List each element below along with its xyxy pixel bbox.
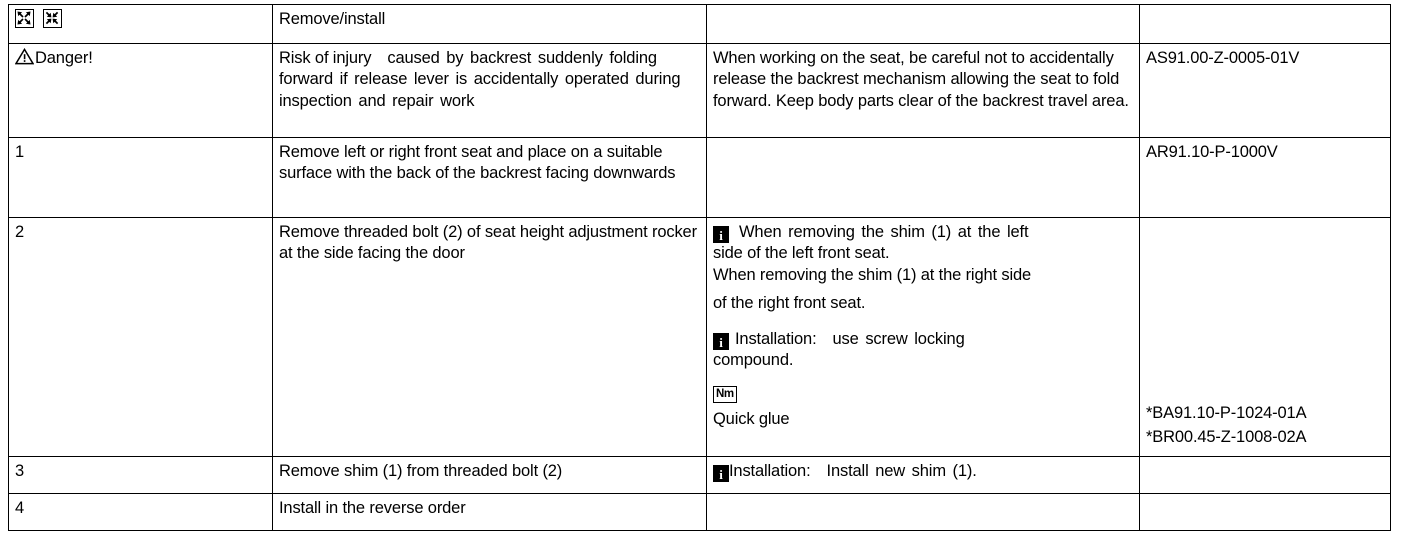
note-shim-line-2: side of the left front seat.	[713, 244, 890, 263]
cell-danger-reference: AS91.00-Z-0005-01V	[1139, 43, 1391, 138]
cell-header-icons	[8, 4, 273, 44]
note-install-label: Installation:	[735, 329, 817, 348]
cell-header-reference	[1139, 4, 1391, 44]
cell-step-1-number: 1	[8, 137, 273, 218]
info-icon: i	[713, 465, 729, 482]
note-step3-text: Install new shim (1).	[826, 462, 977, 480]
danger-task-rest: caused by backrest suddenly folding forw…	[279, 49, 681, 110]
table-row-step-3: 3 Remove shim (1) from threaded bolt (2)…	[8, 456, 1391, 494]
reference-code-2: *BR00.45-Z-1008-02A	[1146, 427, 1307, 446]
cell-step-2-reference: *BA91.10-P-1024-01A *BR00.45-Z-1008-02A	[1139, 217, 1391, 457]
nm-torque-icon: Nm	[713, 385, 737, 403]
note-shim-line-3: When removing the shim (1) at the right …	[713, 265, 1032, 284]
cell-header-note	[706, 4, 1140, 44]
note-shim-line-1: When removing the shim (1) at the left	[739, 223, 1029, 241]
expand-arrows-icon	[15, 9, 34, 28]
note-install-line-3: compound.	[713, 351, 794, 370]
note-shim-line-4: of the right front seat.	[713, 294, 866, 313]
danger-task-lead: Risk of injury	[279, 49, 372, 67]
cell-step-2-number: 2	[8, 217, 273, 457]
warning-triangle-icon	[14, 47, 35, 71]
info-icon: i	[713, 226, 729, 243]
cell-header-task: Remove/install	[272, 4, 707, 44]
table-row-step-1: 1 Remove left or right front seat and pl…	[8, 137, 1391, 218]
cell-step-3-task: Remove shim (1) from threaded bolt (2)	[272, 456, 707, 494]
collapse-arrows-icon	[43, 9, 62, 28]
table-row-step-2: 2 Remove threaded bolt (2) of seat heigh…	[8, 217, 1391, 457]
cell-step-4-note	[706, 493, 1140, 531]
header-icon-group	[15, 9, 266, 28]
note-block-torque-quickglue: Nm Quick glue	[713, 382, 1133, 431]
reference-code-1: *BA91.10-P-1024-01A	[1146, 404, 1307, 423]
cell-step-2-task: Remove threaded bolt (2) of seat height …	[272, 217, 707, 457]
table-row-header: Remove/install	[8, 4, 1391, 44]
table-row-step-4: 4 Install in the reverse order	[8, 493, 1391, 531]
cell-step-3-number: 3	[8, 456, 273, 494]
cell-step-3-reference	[1139, 456, 1391, 494]
danger-text: Danger!	[35, 49, 93, 67]
note-install-text: use screw locking	[832, 329, 965, 348]
cell-danger-label: Danger!	[8, 43, 273, 138]
reference-list: *BA91.10-P-1024-01A *BR00.45-Z-1008-02A	[1146, 222, 1384, 451]
cell-step-1-task: Remove left or right front seat and plac…	[272, 137, 707, 218]
cell-step-1-note	[706, 137, 1140, 218]
cell-danger-note: When working on the seat, be careful not…	[706, 43, 1140, 138]
info-icon: i	[713, 332, 729, 350]
note-block-installation-compound: i Installation: use screw locking compound…	[713, 329, 1133, 372]
note-quick-glue: Quick glue	[713, 410, 790, 429]
cell-step-4-task: Install in the reverse order	[272, 493, 707, 531]
note-step3-label: Installation:	[729, 462, 811, 480]
cell-step-4-reference	[1139, 493, 1391, 531]
cell-step-1-reference: AR91.10-P-1000V	[1139, 137, 1391, 218]
cell-step-4-number: 4	[8, 493, 273, 531]
